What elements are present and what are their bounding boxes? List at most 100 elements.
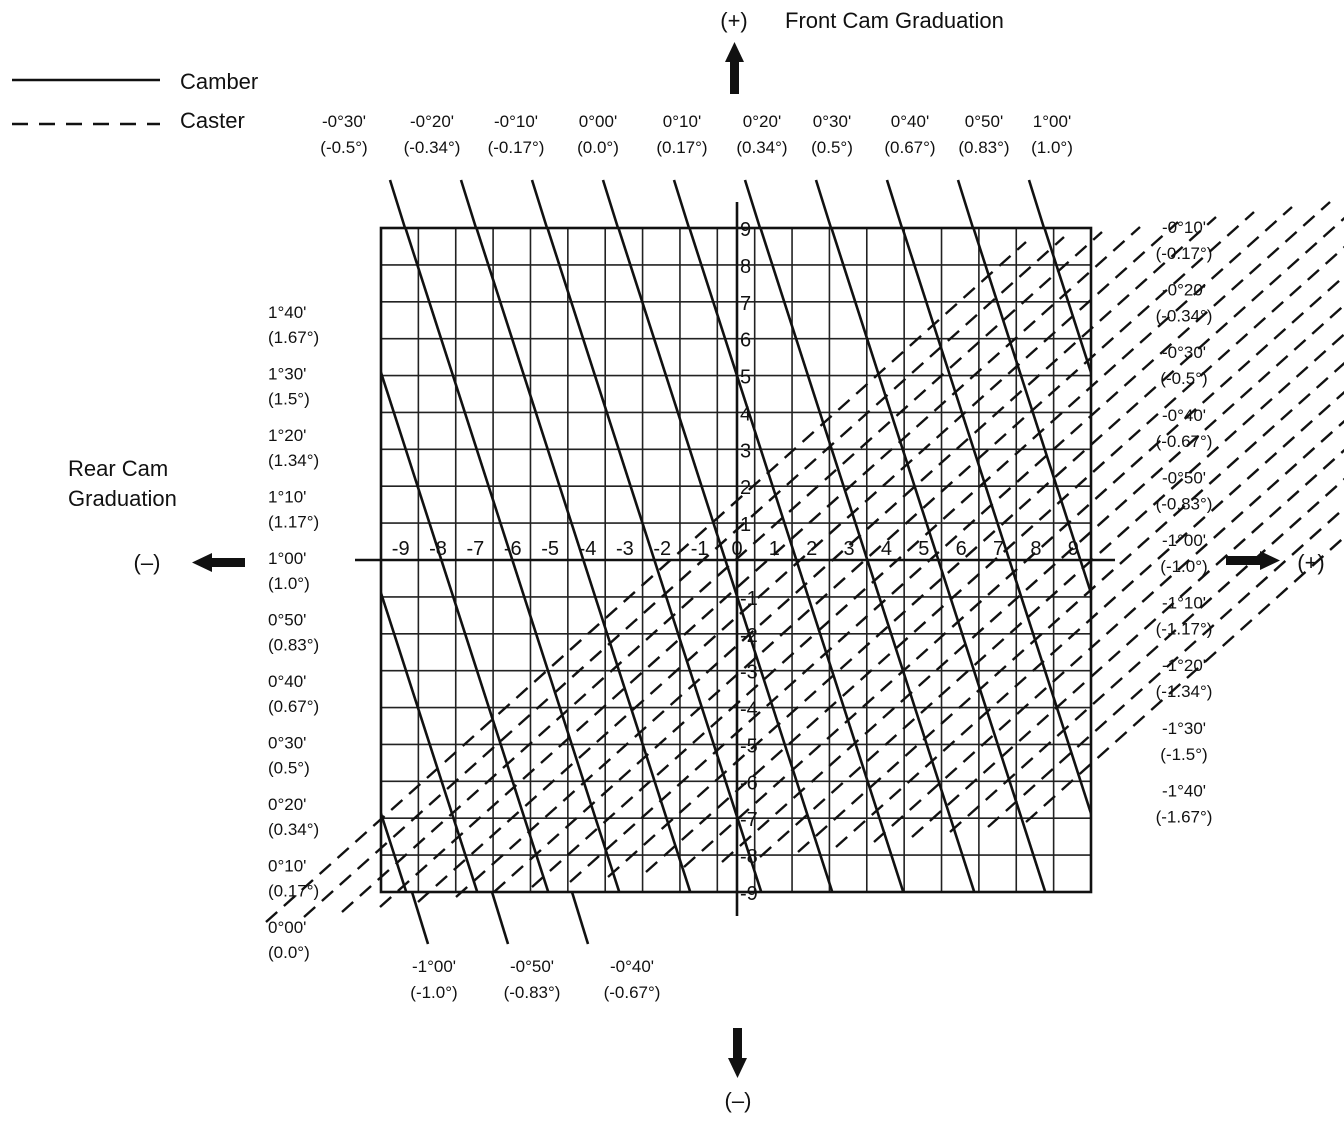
x-tick-label: 4 bbox=[881, 538, 892, 560]
y-tick-label: -7 bbox=[740, 809, 758, 831]
camber-line bbox=[381, 809, 408, 892]
camber-line-top-stub bbox=[885, 179, 904, 229]
x-tick-label: 6 bbox=[956, 538, 967, 560]
arrow-up-icon bbox=[725, 42, 744, 94]
rear-plus-label: (+) bbox=[1297, 550, 1325, 575]
legend-camber-label: Camber bbox=[180, 69, 258, 94]
x-tick-label: 3 bbox=[844, 538, 855, 560]
rear-minus-label: (–) bbox=[134, 550, 161, 575]
caster-right-deg: -1°20' bbox=[1162, 656, 1206, 675]
caster-right-deg: -1°40' bbox=[1162, 781, 1206, 800]
camber-top-deg: 0°00' bbox=[579, 112, 617, 131]
caster-left-dec: (1.17°) bbox=[268, 513, 319, 532]
camber-bottom-labels: -1°00'(-1.0°)-0°50'(-0.83°)-0°40'(-0.67°… bbox=[410, 957, 660, 1002]
x-tick-label: -4 bbox=[579, 538, 597, 560]
caster-left-dec: (0.17°) bbox=[268, 882, 319, 901]
camber-line-bottom-stub bbox=[490, 891, 510, 945]
camber-top-dec: (0.34°) bbox=[736, 138, 787, 157]
x-tick-label: -6 bbox=[504, 538, 522, 560]
y-tick-label: 4 bbox=[740, 403, 751, 425]
caster-left-deg: 1°00' bbox=[268, 549, 306, 568]
x-tick-label: -3 bbox=[616, 538, 634, 560]
camber-lines bbox=[381, 179, 1091, 945]
camber-line-top-stub bbox=[388, 179, 407, 229]
caster-right-deg: -1°00' bbox=[1162, 531, 1206, 550]
rear-cam-title-line2: Graduation bbox=[68, 486, 177, 511]
caster-left-deg: 0°40' bbox=[268, 672, 306, 691]
camber-line bbox=[688, 228, 905, 892]
caster-line bbox=[341, 231, 1103, 913]
camber-line-bottom-stub bbox=[410, 891, 430, 945]
y-tick-label: -6 bbox=[740, 772, 758, 794]
caster-right-labels: -0°10'(-0.17°)-0°20'(-0.34°)-0°30'(-0.5°… bbox=[1156, 218, 1213, 826]
caster-lines bbox=[265, 201, 1344, 923]
caster-line bbox=[911, 448, 1344, 838]
caster-line bbox=[1025, 535, 1344, 823]
legend: Camber Caster bbox=[12, 69, 258, 133]
y-tick-label: 3 bbox=[740, 440, 751, 462]
y-tick-label: -3 bbox=[740, 662, 758, 684]
caster-left-dec: (0.67°) bbox=[268, 697, 319, 716]
camber-bottom-deg: -0°50' bbox=[510, 957, 554, 976]
camber-top-dec: (0.67°) bbox=[884, 138, 935, 157]
x-tick-label: -9 bbox=[392, 538, 410, 560]
camber-bottom-dec: (-0.83°) bbox=[504, 983, 561, 1002]
caster-left-deg: 0°00' bbox=[268, 918, 306, 937]
y-tick-label: 8 bbox=[740, 256, 751, 278]
caster-line bbox=[493, 211, 1255, 893]
y-tick-label: -9 bbox=[740, 883, 758, 905]
caster-right-deg: -1°10' bbox=[1162, 594, 1206, 613]
x-tick-label: 1 bbox=[769, 538, 780, 560]
camber-top-dec: (0.5°) bbox=[811, 138, 853, 157]
caster-right-deg: -0°50' bbox=[1162, 468, 1206, 487]
caster-left-dec: (1.5°) bbox=[268, 390, 310, 409]
y-tick-label: -4 bbox=[740, 699, 758, 721]
camber-line bbox=[759, 228, 976, 892]
x-tick-label: 2 bbox=[806, 538, 817, 560]
y-tick-label: -1 bbox=[740, 588, 758, 610]
caster-left-deg: 0°20' bbox=[268, 795, 306, 814]
caster-line bbox=[873, 419, 1344, 843]
camber-line bbox=[546, 228, 763, 892]
camber-line bbox=[1043, 228, 1091, 377]
camber-line bbox=[972, 228, 1091, 598]
caster-left-dec: (1.67°) bbox=[268, 328, 319, 347]
camber-top-dec: (0.17°) bbox=[656, 138, 707, 157]
camber-top-deg: 0°10' bbox=[663, 112, 701, 131]
camber-line-top-stub bbox=[956, 179, 975, 229]
camber-line-bottom-stub bbox=[570, 891, 590, 945]
camber-top-dec: (0.83°) bbox=[958, 138, 1009, 157]
x-tick-label: 7 bbox=[993, 538, 1004, 560]
caster-right-dec: (-0.17°) bbox=[1156, 244, 1213, 263]
y-tick-label: -5 bbox=[740, 735, 758, 757]
caster-right-deg: -0°10' bbox=[1162, 218, 1206, 237]
rear-cam-title-line1: Rear Cam bbox=[68, 456, 168, 481]
camber-top-deg: 0°20' bbox=[743, 112, 781, 131]
camber-top-deg: -0°30' bbox=[322, 112, 366, 131]
caster-right-deg: -0°40' bbox=[1162, 406, 1206, 425]
camber-line-top-stub bbox=[459, 179, 478, 229]
caster-left-labels: 1°40'(1.67°)1°30'(1.5°)1°20'(1.34°)1°10'… bbox=[268, 303, 319, 962]
caster-left-deg: 1°10' bbox=[268, 488, 306, 507]
caster-right-dec: (-0.67°) bbox=[1156, 432, 1213, 451]
camber-line-top-stub bbox=[814, 179, 833, 229]
caster-left-dec: (0.83°) bbox=[268, 636, 319, 655]
x-tick-label: 9 bbox=[1068, 538, 1079, 560]
caster-line bbox=[569, 201, 1331, 883]
y-tick-label: -8 bbox=[740, 846, 758, 868]
front-plus-label: (+) bbox=[720, 8, 748, 33]
camber-bottom-dec: (-1.0°) bbox=[410, 983, 457, 1002]
caster-left-dec: (0.5°) bbox=[268, 759, 310, 778]
caster-line bbox=[759, 332, 1344, 858]
caster-left-deg: 1°20' bbox=[268, 426, 306, 445]
caster-right-dec: (-1.5°) bbox=[1160, 745, 1207, 764]
camber-bottom-dec: (-0.67°) bbox=[604, 983, 661, 1002]
camber-top-dec: (1.0°) bbox=[1031, 138, 1073, 157]
camber-top-labels: -0°30'(-0.5°)-0°20'(-0.34°)-0°10'(-0.17°… bbox=[320, 112, 1073, 157]
caster-right-dec: (-1.17°) bbox=[1156, 620, 1213, 639]
camber-top-dec: (-0.34°) bbox=[404, 138, 461, 157]
caster-left-dec: (0.0°) bbox=[268, 943, 310, 962]
caster-right-dec: (-0.5°) bbox=[1160, 369, 1207, 388]
